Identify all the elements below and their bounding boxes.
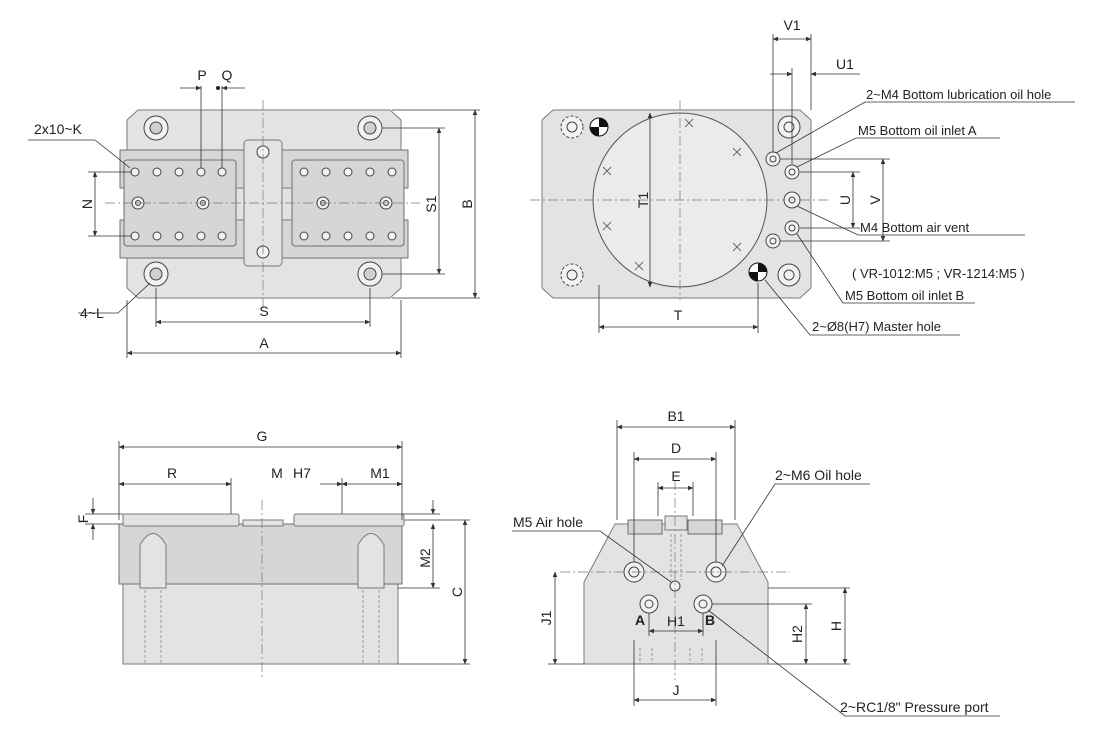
label-s1: S1 bbox=[423, 195, 439, 212]
master-hole-top bbox=[589, 117, 609, 137]
label-p: P bbox=[197, 67, 206, 83]
front-base bbox=[122, 583, 399, 665]
label-k: 2x10~K bbox=[34, 121, 83, 137]
label-m1: M1 bbox=[370, 465, 390, 481]
callout-master-hole: 2~Ø8(H7) Master hole bbox=[812, 319, 941, 334]
side-jaw-right bbox=[687, 519, 723, 535]
port-label-a: A bbox=[635, 612, 645, 628]
label-u: U bbox=[837, 195, 853, 205]
port-label-b: B bbox=[705, 612, 715, 628]
label-u1: U1 bbox=[836, 56, 854, 72]
callout-inlet-a: M5 Bottom oil inlet A bbox=[858, 123, 977, 138]
side-jaw-left bbox=[627, 519, 663, 535]
label-t: T bbox=[674, 307, 683, 323]
callout-inlet-b: M5 Bottom oil inlet B bbox=[845, 288, 964, 303]
master-hole-bottom bbox=[748, 262, 768, 282]
bottom-x-marks bbox=[602, 118, 742, 271]
label-l: 4~L bbox=[80, 305, 104, 321]
callout-air-hole: M5 Air hole bbox=[513, 514, 583, 530]
label-t1: T1 bbox=[635, 192, 651, 209]
front-right-jaw bbox=[293, 513, 405, 527]
front-left-jaw bbox=[122, 513, 240, 527]
label-h: H bbox=[828, 621, 844, 631]
label-s: S bbox=[259, 303, 268, 319]
callout-pressure-port: 2~RC1/8" Pressure port bbox=[840, 699, 989, 715]
callout-air-vent: M4 Bottom air vent bbox=[860, 220, 969, 235]
callout-lube-hole: 2~M4 Bottom lubrication oil hole bbox=[866, 87, 1051, 102]
top-view: P Q 2x10~K N S1 B 4~L S A bbox=[28, 67, 480, 358]
label-r: R bbox=[167, 465, 177, 481]
bottom-view: V1 U1 T1 T U V 2~M4 Bottom lubrication o… bbox=[530, 17, 1075, 336]
label-h7: H7 bbox=[293, 465, 311, 481]
label-c: C bbox=[449, 587, 465, 597]
front-bolt-right bbox=[357, 533, 385, 589]
label-a: A bbox=[259, 335, 269, 351]
label-j: J bbox=[673, 682, 680, 698]
label-q: Q bbox=[222, 67, 233, 83]
front-view: G R M H7 M1 F M2 C bbox=[75, 428, 470, 680]
front-center bbox=[242, 519, 284, 527]
label-h1: H1 bbox=[667, 613, 685, 629]
label-n: N bbox=[79, 199, 95, 209]
label-g: G bbox=[257, 428, 268, 444]
side-view-body bbox=[583, 523, 769, 665]
side-view: B1 D E J1 H1 A B H2 H J 2~M6 Oil hole M5… bbox=[512, 408, 1000, 717]
callout-air-vent-note: ( VR-1012:M5 ; VR-1214:M5 ) bbox=[852, 266, 1025, 281]
label-f: F bbox=[75, 515, 91, 524]
label-b: B bbox=[459, 199, 475, 208]
front-bolt-left bbox=[139, 533, 167, 589]
label-d: D bbox=[671, 440, 681, 456]
label-v1: V1 bbox=[783, 17, 800, 33]
side-top-nut bbox=[664, 515, 688, 531]
label-e: E bbox=[671, 468, 680, 484]
label-h2: H2 bbox=[789, 625, 805, 643]
label-m: M bbox=[271, 465, 283, 481]
label-b1: B1 bbox=[667, 408, 684, 424]
label-j1: J1 bbox=[538, 610, 554, 625]
top-small-holes bbox=[130, 167, 397, 241]
callout-oil-hole: 2~M6 Oil hole bbox=[775, 467, 862, 483]
label-v: V bbox=[867, 195, 883, 205]
label-m2: M2 bbox=[417, 548, 433, 568]
